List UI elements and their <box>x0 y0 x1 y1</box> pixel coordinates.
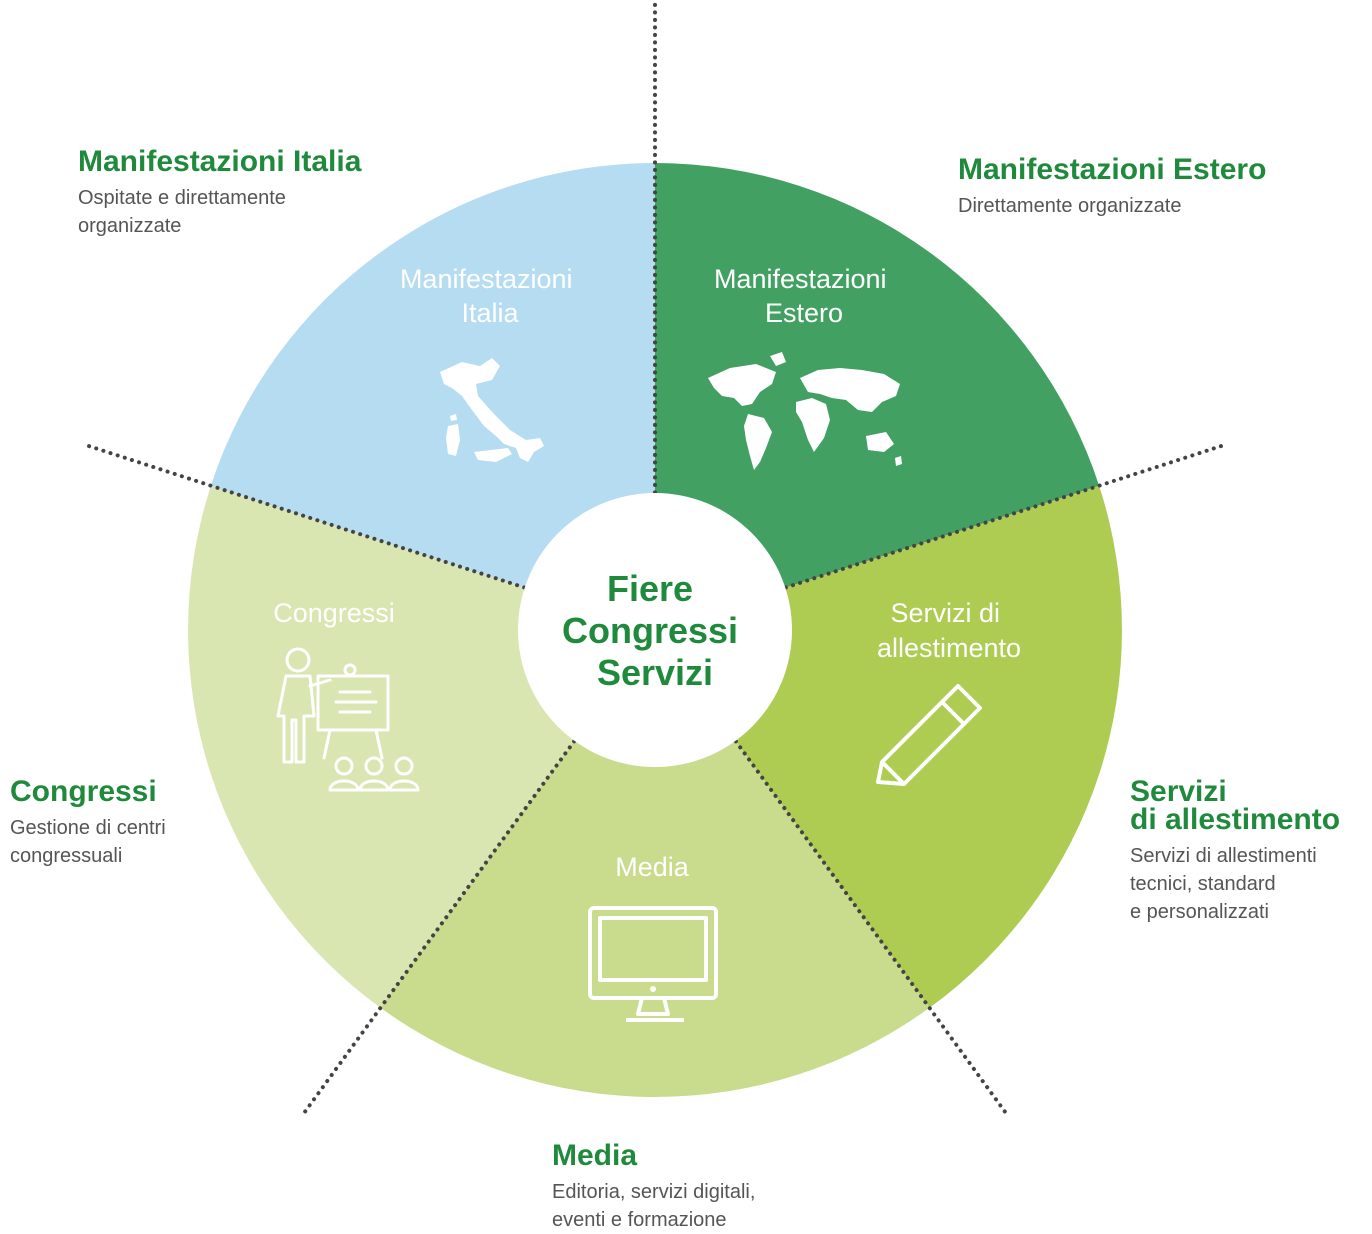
dotted-divider-line <box>776 442 1228 592</box>
callout-description-line: Direttamente organizzate <box>958 195 1182 217</box>
segment-label-manifestazioni-estero: Manifestazioni Estero <box>714 264 894 328</box>
callout-description-line: congressuali <box>10 845 123 867</box>
callout-description-line: Ospitate e direttamente <box>78 187 286 209</box>
center-circle <box>518 493 792 767</box>
wedge-congressi <box>210 163 655 630</box>
callout-description-line: e personalizzati <box>1130 901 1269 923</box>
presenter-audience-icon <box>276 647 420 792</box>
center-line-1: Fiere <box>607 568 693 609</box>
dotted-divider-line <box>729 733 1008 1115</box>
callout-description-line: eventi e formazione <box>552 1209 727 1231</box>
callout-description: Servizi di allestimenti tecnici, standar… <box>1130 842 1340 926</box>
segment-label-media: Media <box>615 852 690 882</box>
callout-description-line: tecnici, standard <box>1130 873 1276 895</box>
dotted-divider-line <box>300 733 581 1118</box>
world-map-icon <box>708 352 902 470</box>
center-line-3: Servizi <box>597 652 713 693</box>
callout-description: Ospitate e direttamente organizzate <box>78 184 361 240</box>
callout-manifestazioni-italia: Manifestazioni Italia Ospitate e diretta… <box>78 145 362 240</box>
segment-label-line: Estero <box>765 298 843 328</box>
segment-label-line: Manifestazioni <box>714 264 887 294</box>
dotted-divider-line <box>82 442 534 592</box>
callout-description: Editoria, servizi digitali, eventi e for… <box>552 1178 755 1234</box>
segment-label-congressi: Congressi <box>273 598 395 628</box>
segment-label-manifestazioni-italia: Manifestazioni Italia <box>400 264 580 328</box>
callout-description-line: Editoria, servizi digitali, <box>552 1181 756 1203</box>
segment-label-line: Italia <box>461 298 519 328</box>
callout-servizi-di-allestimento: Servizi di allestimento Servizi di alles… <box>1130 775 1341 926</box>
callout-description: Direttamente organizzate <box>958 192 1266 220</box>
pencil-icon <box>876 684 982 786</box>
center-title: Fiere Congressi Servizi <box>562 568 748 693</box>
callout-title-line: Servizi <box>1130 775 1227 808</box>
center-line-2: Congressi <box>562 610 738 651</box>
italy-map-icon <box>440 358 544 462</box>
callout-title: Congressi <box>10 775 157 808</box>
callout-description-line: Servizi di allestimenti <box>1130 845 1317 867</box>
callout-title: Media <box>552 1139 638 1172</box>
segment-label-line: Manifestazioni <box>400 264 573 294</box>
callout-title: Manifestazioni Italia <box>78 145 362 178</box>
callout-description-line: organizzate <box>78 215 182 237</box>
callout-title: Manifestazioni Estero <box>958 153 1267 186</box>
callout-description: Gestione di centri congressuali <box>10 814 166 870</box>
callout-manifestazioni-estero: Manifestazioni Estero Direttamente organ… <box>958 153 1267 220</box>
callout-title-line: di allestimento <box>1130 803 1341 836</box>
callout-media: Media Editoria, servizi digitali, eventi… <box>552 1139 755 1234</box>
segment-label-line: allestimento <box>877 633 1021 663</box>
callout-congressi: Congressi Gestione di centri congressual… <box>10 775 166 870</box>
wedge-servizi-di-allestimento <box>380 630 930 1097</box>
monitor-icon <box>588 906 718 1022</box>
segment-label-servizi-di-allestimento: Servizi di allestimento <box>877 598 1021 663</box>
segment-label-line: Servizi di <box>890 598 1000 628</box>
callout-description-line: Gestione di centri <box>10 817 166 839</box>
callout-title: Servizi di allestimento <box>1130 775 1341 836</box>
